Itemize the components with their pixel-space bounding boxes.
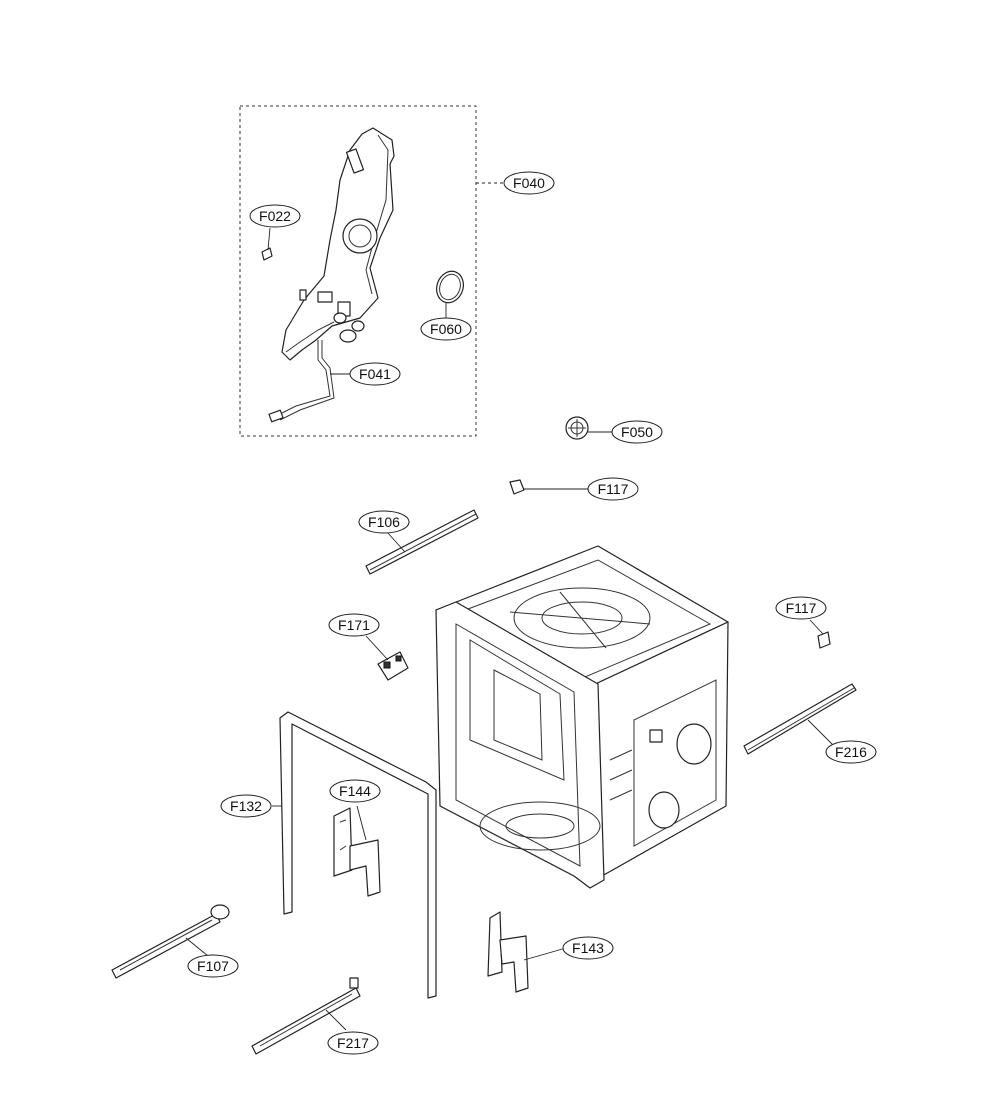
rail-part-f217 [251,977,361,1055]
callout-f106: F106 [358,510,410,534]
callout-f060: F060 [420,317,472,341]
callout-f132: F132 [220,794,272,818]
callout-label: F022 [259,208,291,224]
callout-label: F143 [572,940,604,956]
dishwasher-tub [435,545,729,889]
callout-f050: F050 [611,420,663,444]
drain-tube-part [268,340,350,423]
callout-f117-top: F117 [587,477,639,501]
callout-f216: F216 [825,740,877,764]
callout-label: F217 [337,1035,369,1051]
subassembly-box [239,105,477,437]
rail-part-f107 [111,904,230,979]
callout-label: F117 [598,481,629,497]
callout-label: F144 [339,783,371,799]
callout-label: F132 [230,798,262,814]
rail-part-f106 [365,509,479,575]
callout-label: F041 [359,366,391,382]
callout-label: F060 [430,321,462,337]
door-gasket-f132 [272,711,437,999]
callout-f041: F041 [349,362,401,386]
callout-f143: F143 [562,936,614,960]
callout-label: F040 [513,175,545,191]
screw-part [261,227,273,261]
callout-f117-right: F117 [775,596,827,620]
o-ring-part [436,270,464,318]
callout-f217: F217 [327,1031,379,1055]
callout-label: F216 [835,744,867,760]
hinge-part-f143 [487,911,567,993]
impeller-part [565,416,612,440]
bracket-part-f171 [365,635,409,681]
callout-f022: F022 [249,204,301,228]
callout-label: F050 [621,424,653,440]
hinge-part-f144 [333,805,381,897]
callout-label: F107 [197,958,229,974]
clip-part-top [509,479,588,495]
callout-f171: F171 [328,613,380,637]
callout-label: F171 [338,617,370,633]
callout-f107: F107 [187,954,239,978]
callout-f144: F144 [329,779,381,803]
callout-label: F106 [368,514,400,530]
callout-label: F117 [786,600,817,616]
callout-f040: F040 [503,171,555,195]
rail-part-f216 [743,683,857,755]
clip-part-right [809,619,831,649]
sump-cover-plate [281,127,395,361]
